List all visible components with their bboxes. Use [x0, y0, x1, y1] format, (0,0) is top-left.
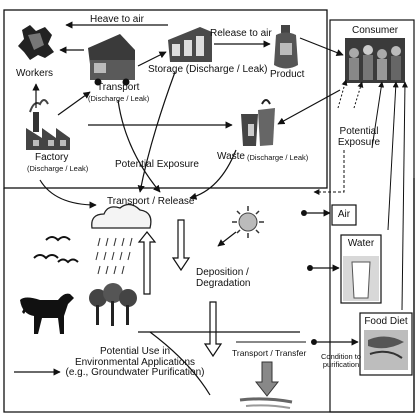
factory-label: Factory [35, 153, 68, 164]
storage-label: Storage (Discharge / Leak) [148, 65, 268, 76]
storage-icon [168, 27, 212, 62]
water-connector-dot [307, 265, 313, 271]
sun-to-deposition-arrow [218, 232, 236, 246]
air-connector-dot [301, 210, 307, 216]
exposure-solid-3 [402, 82, 405, 310]
hollow-arrow-down-deposition [173, 220, 189, 270]
factory-to-transport-arrow [58, 92, 90, 115]
exposure-solid-2 [388, 82, 396, 230]
birds-icon [34, 237, 78, 262]
truck-icon [88, 34, 135, 86]
transport-label: Transport [97, 83, 139, 94]
consumer-to-waste-arrow [278, 90, 340, 124]
potential-exposure-inner-label: Potential Exposure [115, 160, 199, 171]
deposition-label: Deposition / Degradation [196, 268, 250, 289]
factory-sub-label: (Discharge / Leak) [27, 165, 88, 173]
heave-to-air-label: Heave to air [90, 15, 144, 26]
release-to-air-label: Release to air [210, 29, 272, 40]
factory-icon [26, 100, 70, 150]
transport-transfer-label: Transport / Transfer [232, 349, 306, 358]
food-diet-label: Food Diet [360, 317, 412, 328]
exposure-dotted-1 [338, 80, 346, 108]
exposure-dotted-2 [354, 82, 362, 108]
consumer-icon [345, 38, 405, 83]
food-connector-dot [311, 339, 317, 345]
horse-icon [20, 294, 74, 334]
groundwater-arrow-icon [240, 362, 292, 408]
workers-icon [18, 25, 54, 60]
transport-release-label: Transport / Release [107, 197, 194, 208]
water-label: Water [341, 239, 381, 250]
transport-release-curve-b [140, 72, 175, 192]
rain-icon [96, 238, 132, 274]
condition-to-label: Condition to purification [319, 353, 363, 369]
potential-use-label: Potential Use in Environmental Applicati… [62, 347, 208, 379]
workers-label: Workers [16, 69, 53, 80]
waste-icon [241, 100, 275, 146]
cloud-icon [92, 204, 151, 228]
air-label: Air [332, 210, 356, 221]
product-to-consumer-arrow [300, 38, 343, 55]
exposure-dashed-return [314, 150, 344, 192]
consumer-label: Consumer [352, 26, 398, 37]
waste-sub-label: (Discharge / Leak) [247, 154, 308, 162]
transport-sub-label: (Discharge / Leak) [88, 95, 149, 103]
product-icon [274, 25, 298, 69]
hollow-arrow-up [139, 232, 155, 294]
waste-label: Waste [217, 152, 245, 163]
food-plate-icon [364, 330, 408, 370]
potential-exposure-right-label: Potential Exposure [328, 127, 390, 148]
factory-release-curve [40, 180, 96, 205]
trees-icon [89, 283, 137, 326]
sun-icon [232, 206, 264, 238]
transport-release-curve-a [118, 100, 160, 192]
product-label: Product [270, 70, 304, 81]
